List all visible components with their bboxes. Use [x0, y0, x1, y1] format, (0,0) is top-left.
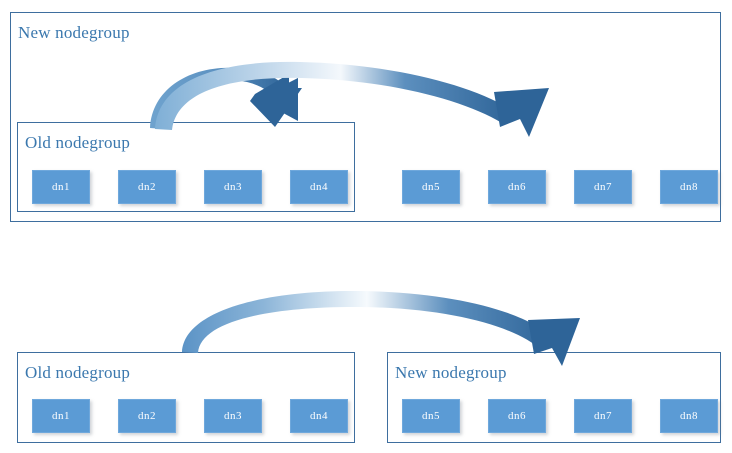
node-box-dn7[interactable]: dn7 — [574, 399, 632, 433]
node-label: dn5 — [422, 180, 440, 193]
node-label: dn4 — [310, 180, 328, 193]
node-box-dn3[interactable]: dn3 — [204, 170, 262, 204]
node-label: dn6 — [508, 180, 526, 193]
panel-title-top-inner: Old nodegroup — [25, 133, 131, 152]
node-label: dn8 — [680, 409, 698, 422]
node-box-dn8[interactable]: dn8 — [660, 170, 718, 204]
node-label: dn1 — [52, 409, 70, 422]
node-box-dn4[interactable]: dn4 — [290, 170, 348, 204]
node-label: dn5 — [422, 409, 440, 422]
node-box-dn8[interactable]: dn8 — [660, 399, 718, 433]
node-box-dn6[interactable]: dn6 — [488, 170, 546, 204]
node-label: dn3 — [224, 409, 242, 422]
node-label: dn1 — [52, 180, 70, 193]
node-box-dn3[interactable]: dn3 — [204, 399, 262, 433]
node-box-dn1[interactable]: dn1 — [32, 170, 90, 204]
panel-title-bottom-left: Old nodegroup — [25, 363, 131, 382]
node-label: dn7 — [594, 409, 612, 422]
node-box-dn2[interactable]: dn2 — [118, 170, 176, 204]
node-label: dn7 — [594, 180, 612, 193]
node-label: dn4 — [310, 409, 328, 422]
node-box-dn6[interactable]: dn6 — [488, 399, 546, 433]
node-box-dn4[interactable]: dn4 — [290, 399, 348, 433]
panel-title-bottom-right: New nodegroup — [395, 363, 507, 382]
panel-title-top-outer: New nodegroup — [18, 23, 130, 42]
node-box-dn1[interactable]: dn1 — [32, 399, 90, 433]
node-label: dn2 — [138, 180, 156, 193]
node-box-dn7[interactable]: dn7 — [574, 170, 632, 204]
node-label: dn3 — [224, 180, 242, 193]
node-box-dn2[interactable]: dn2 — [118, 399, 176, 433]
node-box-dn5[interactable]: dn5 — [402, 399, 460, 433]
node-label: dn8 — [680, 180, 698, 193]
node-box-dn5[interactable]: dn5 — [402, 170, 460, 204]
node-label: dn2 — [138, 409, 156, 422]
node-label: dn6 — [508, 409, 526, 422]
